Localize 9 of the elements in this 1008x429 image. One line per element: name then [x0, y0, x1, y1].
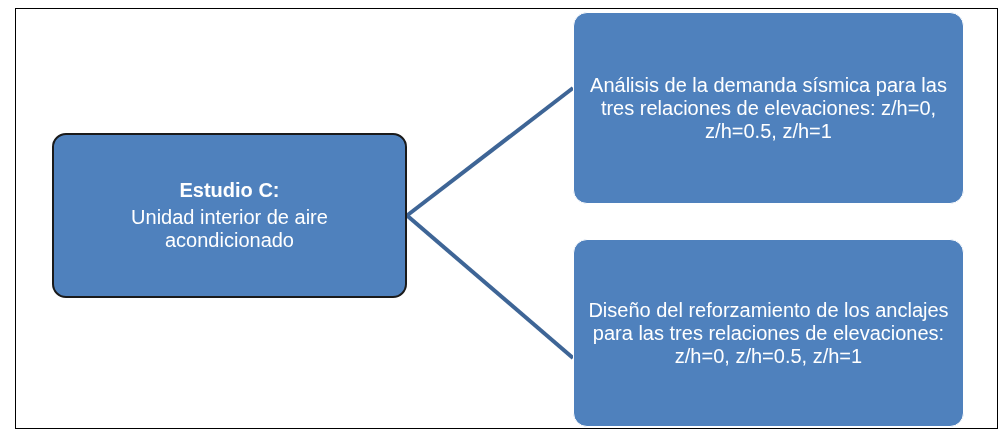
process-box [52, 133, 407, 298]
box-text: Diseño del reforzamiento de los anclajes para las tres relaciones de elevaciones: z/h=0, z/h=0.5, z/h=1 [587, 298, 950, 368]
box-text: Unidad interior de aire acondicionado [130, 206, 329, 252]
connector-line [405, 86, 575, 218]
process-box [573, 12, 964, 204]
connector-line [405, 214, 575, 360]
box-text: Análisis de la demanda sísmica para las tres relaciones de elevaciones: z/h=0, z/h=0.5, z/h=1 [589, 73, 948, 143]
process-box [573, 239, 964, 427]
box-heading: Estudio C: [179, 179, 280, 202]
